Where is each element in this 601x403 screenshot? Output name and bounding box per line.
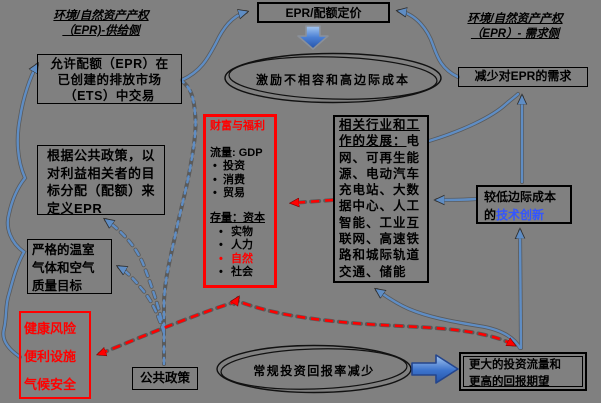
define-box-line: 定义EPR [47,200,103,216]
public-policy-label: 公共政策 [139,371,190,385]
arrow-allow-to-pricing [180,12,246,82]
dashed-industries-to-wealth [292,200,334,203]
demand-title-line1: 环境/自然资产产权 [467,13,563,25]
lower-cost-line1: 较低边际成本 [484,190,557,204]
define-box-line: 根据公共政策，以 [47,148,156,163]
wealth-welfare-box: 财富与福利 流量: GDP 投资 消费 贸易 存量：资本 实物 人力 自然 社会 [203,114,277,288]
lower-cost-line2: 的技术创新 [484,206,570,224]
block-arrow-right [411,354,459,384]
arrow-left-chain [2,65,37,359]
incentive-ellipse [224,52,442,104]
reduce-demand-label: 减少对EPR的需求 [474,69,572,83]
incentive-ellipse-label: 激励不相容和高边际成本 [233,71,433,88]
stock-item-natural: 自然 [210,253,274,267]
demand-title-line2: （EPR）- 需求侧 [470,28,560,40]
arrow-lowercost-to-industries [437,199,478,200]
allow-trading-box: 允许配额（EPR）在 已创建的排放市场 （ETS）中交易 [37,54,182,104]
allow-box-line: （ETS）中交易 [64,89,155,103]
flow-label: 流量: GDP [210,146,263,159]
dashed-policy-to-define [106,220,166,333]
tech-innovation-highlight: 技术创新 [496,208,545,222]
health-risk-box: 健康风险 便利设施 气候安全 [19,311,91,399]
industries-heading: 相关行业和工作的发展： [339,118,421,149]
flow-item: 消费 [210,174,274,188]
industries-box: 相关行业和工作的发展：电网、可再生能源、电动汽车充电站、大数据中心、人工智能、工… [333,115,429,283]
strict-box-line: 气体和空气 [32,261,95,275]
dashed-returns-to-bigger [242,301,514,345]
allow-box-line: 允许配额（EPR）在 [50,57,169,71]
health-box-line: 健康风险 [24,320,77,336]
bigger-box-line: 更大的投资流量和 [469,359,561,371]
dashed-policy-to-allow [162,80,197,366]
reduce-demand-box: 减少对EPR的需求 [458,67,588,87]
strict-box-line: 严格的温室 [32,243,95,257]
epr-pricing-box: EPR/配额定价 [257,2,390,23]
flow-item: 贸易 [210,187,274,201]
epr-pricing-label: EPR/配额定价 [285,6,362,20]
flow-item: 投资 [210,160,274,174]
stock-item: 社会 [210,266,274,280]
define-box-line: 对利益相关者的目 [47,165,156,181]
public-policy-box: 公共政策 [132,367,198,390]
returns-ellipse-label: 常规投资回报率减少 [218,362,410,379]
supply-title-line2: （EPR)-供给侧 [62,25,140,37]
dashed-arrow-into-wealth [234,298,238,304]
health-box-line: 便利设施 [24,348,77,364]
arrow-industries-to-reduce [427,92,520,143]
stock-item: 实物 [210,226,274,240]
define-box-line: 标分配（配额）来 [47,183,156,198]
bigger-investment-box: 更大的投资流量和 更高的回报期望 [459,352,587,391]
lower-cost-box: 较低边际成本 的技术创新 [476,185,572,224]
arrow-reduce-to-pricing [399,11,460,79]
returns-ellipse [216,344,412,394]
dashed-policy-to-strict [119,267,166,335]
supply-title-line1: 环境/自然资产产权 [53,10,149,22]
allow-box-line: 已创建的排放市场 [57,73,162,87]
arrow-bigger-to-lowercost [520,231,521,350]
demand-side-title: 环境/自然资产产权 （EPR）- 需求侧 [452,12,578,42]
strict-targets-box: 严格的温室 气体和空气 质量目标 [27,239,112,294]
dashed-wealth-to-health [99,299,239,354]
returns-ellipse-text: 常规投资回报率减少 [253,364,375,378]
strict-box-line: 质量目标 [32,279,83,293]
stock-item: 人力 [210,239,274,253]
wealth-title: 财富与福利 [210,120,265,132]
define-epr-box: 根据公共政策，以 对利益相关者的目 标分配（配额）来 定义EPR [37,145,165,216]
arrow-bigger-to-industries [377,290,522,350]
supply-side-title: 环境/自然资产产权 （EPR)-供给侧 [40,9,162,39]
stock-label: 存量：资本 [210,211,265,224]
incentive-ellipse-text: 激励不相容和高边际成本 [255,73,410,87]
bigger-box-line: 更高的回报期望 [469,375,550,388]
health-box-line: 气候安全 [24,376,77,392]
block-arrow-down [297,25,329,50]
industries-body: 电网、可再生能源、电动汽车充电站、大数据中心、人工智能、工业互联网、高速铁路和城… [339,134,421,279]
lower-cost-line2-prefix: 的 [484,208,497,222]
